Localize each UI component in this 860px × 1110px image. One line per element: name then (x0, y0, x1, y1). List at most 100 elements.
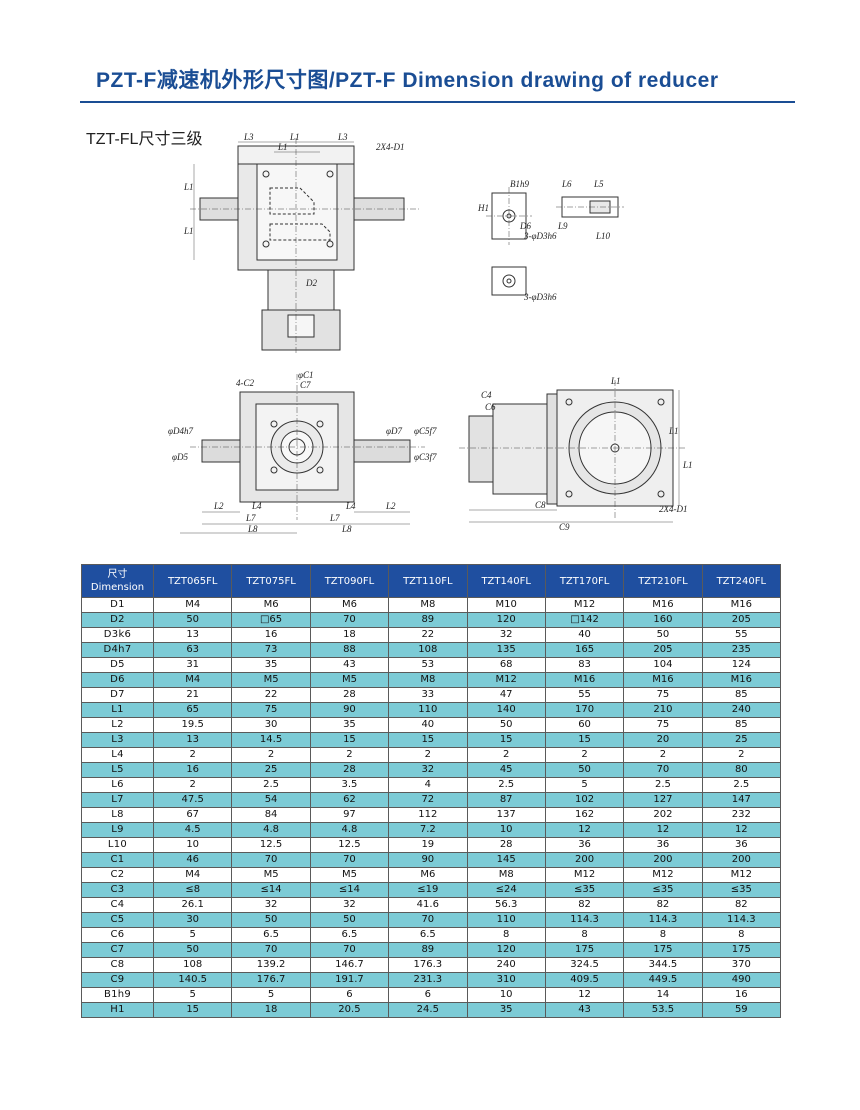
row-label: C3 (81, 882, 154, 898)
table-cell: 63 (152, 642, 233, 658)
table-cell: 12.5 (309, 837, 390, 853)
row-label: C5 (81, 912, 154, 928)
table-cell: 200 (701, 852, 782, 868)
table-cell: M10 (466, 597, 546, 613)
table-cell: 2 (309, 747, 390, 763)
label-l3-right: L3 (337, 132, 348, 142)
row-label: C8 (81, 957, 154, 973)
table-cell: 6 (388, 987, 468, 1003)
label-4-c2: 4-C2 (236, 378, 255, 388)
table-cell: M12 (466, 672, 546, 688)
table-cell: 6 (309, 987, 390, 1003)
table-cell: 15 (152, 1002, 233, 1018)
table-cell: 490 (701, 972, 782, 988)
table-cell: 202 (623, 807, 703, 823)
table-cell: 127 (623, 792, 703, 808)
table-cell: 54 (231, 792, 311, 808)
label-l7-right: L7 (329, 513, 340, 523)
label-l8-left: L8 (247, 524, 258, 534)
table-cell: 108 (152, 957, 233, 973)
table-cell: 75 (623, 687, 703, 703)
table-cell: 32 (388, 762, 468, 778)
table-cell: M5 (231, 867, 311, 883)
table-cell: M5 (309, 867, 390, 883)
table-cell: 120 (466, 942, 546, 958)
table-cell: 43 (309, 657, 390, 673)
table-cell: 112 (388, 807, 468, 823)
label-d7: φD7 (386, 426, 402, 436)
table-cell: 175 (623, 942, 703, 958)
table-cell: 89 (388, 942, 468, 958)
table-cell: 6.5 (388, 927, 468, 943)
model-column-header: TZT110FL (388, 564, 468, 598)
table-cell: 32 (466, 627, 546, 643)
model-column-header: TZT065FL (152, 564, 233, 598)
table-cell: 75 (231, 702, 311, 718)
table-cell: 85 (701, 717, 782, 733)
table-cell: 35 (466, 1002, 546, 1018)
table-cell: 8 (623, 927, 703, 943)
table-cell: 139.2 (231, 957, 311, 973)
table-cell: 90 (388, 852, 468, 868)
model-column-header: TZT090FL (309, 564, 390, 598)
label-c6: C6 (485, 402, 496, 412)
table-cell: 72 (388, 792, 468, 808)
table-cell: 36 (701, 837, 782, 853)
table-cell: 200 (623, 852, 703, 868)
table-cell: 5 (152, 987, 233, 1003)
row-label: L1 (81, 702, 154, 718)
table-cell: 26.1 (152, 897, 233, 913)
table-cell: 210 (623, 702, 703, 718)
table-cell: 4.5 (152, 822, 233, 838)
table-cell: 235 (701, 642, 782, 658)
table-cell: 176.7 (231, 972, 311, 988)
label-l10: L10 (595, 231, 611, 241)
table-cell: 2 (701, 747, 782, 763)
table-cell: 83 (544, 657, 625, 673)
table-cell: 120 (466, 612, 546, 628)
table-cell: 19.5 (152, 717, 233, 733)
table-cell: 6.5 (231, 927, 311, 943)
table-cell: 70 (309, 852, 390, 868)
table-cell: 16 (701, 987, 782, 1003)
table-cell: 32 (231, 897, 311, 913)
table-cell: 2 (152, 747, 233, 763)
row-label: D2 (81, 612, 154, 628)
label-d5: φD5 (172, 452, 188, 462)
table-cell: 50 (623, 627, 703, 643)
table-cell: 56.3 (466, 897, 546, 913)
label-l1-right-a: L1 (668, 426, 679, 436)
table-cell: M16 (701, 672, 782, 688)
table-cell: 12 (623, 822, 703, 838)
table-cell: 205 (623, 642, 703, 658)
table-cell: 50 (309, 912, 390, 928)
table-cell: 70 (309, 942, 390, 958)
table-cell: 3.5 (309, 777, 390, 793)
table-cell: 33 (388, 687, 468, 703)
table-cell: 135 (466, 642, 546, 658)
table-cell: 2.5 (701, 777, 782, 793)
table-cell: 35 (231, 657, 311, 673)
table-cell: 60 (544, 717, 625, 733)
right-view-drawing: C4 C6 L1 L1 L1 C8 C9 2X4-D1 (445, 372, 705, 532)
table-cell: ≤35 (701, 882, 782, 898)
table-cell: 12 (701, 822, 782, 838)
table-cell: 28 (309, 687, 390, 703)
table-cell: 35 (309, 717, 390, 733)
label-h1: H1 (477, 203, 489, 213)
table-cell: ≤14 (231, 882, 311, 898)
table-cell: 15 (544, 732, 625, 748)
label-2x4-d1: 2X4-D1 (659, 504, 688, 514)
model-column-header: TZT075FL (231, 564, 311, 598)
table-cell: 160 (623, 612, 703, 628)
row-label: D7 (81, 687, 154, 703)
table-cell: 28 (309, 762, 390, 778)
